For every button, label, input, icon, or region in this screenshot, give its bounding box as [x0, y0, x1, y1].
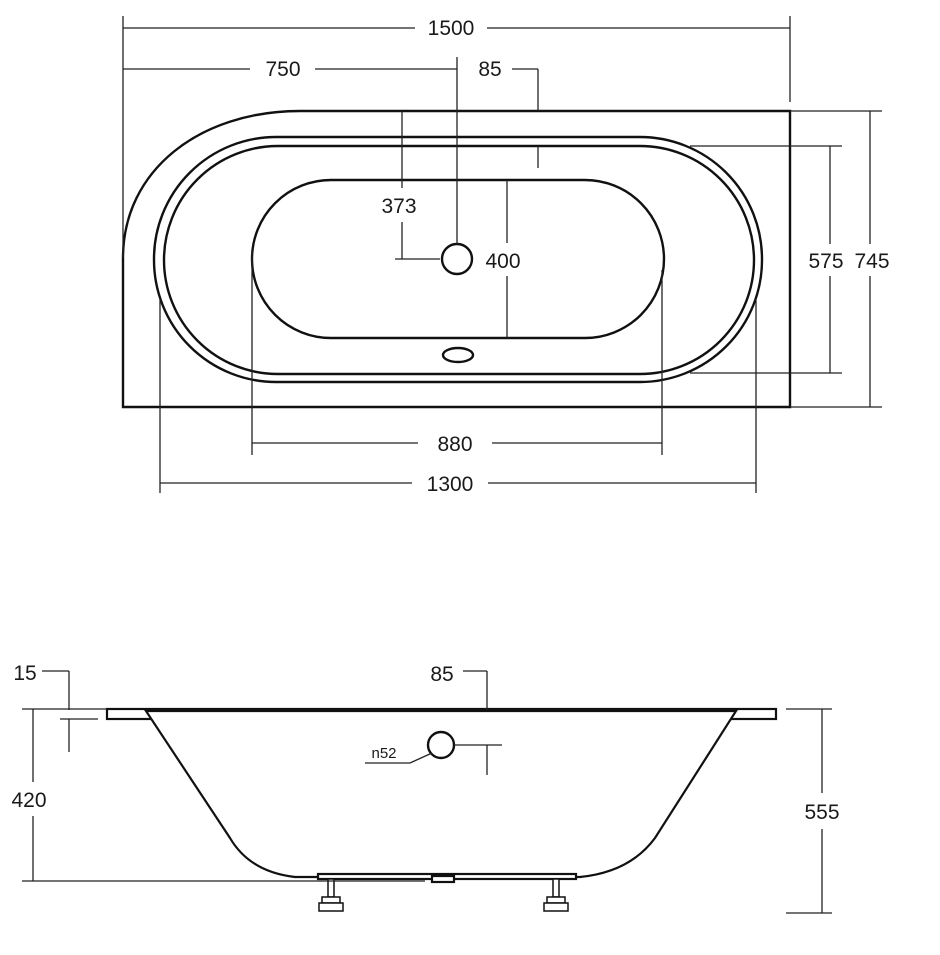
dim-85-plan-label: 85 — [478, 58, 501, 81]
dim-400-label: 400 — [485, 250, 520, 273]
overflow-icon — [441, 346, 475, 364]
dim-400: 400 — [485, 180, 521, 338]
basin-bottom — [250, 178, 666, 340]
dim-575-label: 575 — [808, 250, 843, 273]
dim-420-label: 420 — [11, 789, 46, 812]
left-foot — [318, 878, 344, 912]
plan-view: 1500 750 85 373 400 — [121, 16, 890, 496]
rim-outer-line — [152, 135, 764, 384]
dim-85-side: 85 — [430, 663, 488, 710]
dim-1500-label: 1500 — [428, 17, 475, 40]
dim-745: 745 — [790, 110, 890, 408]
dim-555: 555 — [786, 708, 840, 914]
dim-n52-label: n52 — [371, 745, 396, 762]
side-view: n52 85 15 420 — [11, 662, 840, 914]
dim-1500: 1500 — [122, 16, 791, 258]
drain-icon — [440, 242, 474, 276]
dim-420: 420 — [11, 708, 425, 882]
dim-750: 750 — [123, 57, 458, 244]
dim-575: 575 — [690, 145, 844, 374]
dim-555-label: 555 — [804, 801, 839, 824]
waste-outlet — [430, 874, 456, 884]
dim-1300: 1300 — [159, 300, 757, 496]
dim-880-label: 880 — [437, 433, 472, 456]
dim-880: 880 — [251, 250, 663, 456]
dim-15-label: 15 — [13, 662, 36, 685]
tub-body — [143, 709, 739, 879]
dim-85-side-label: 85 — [430, 663, 453, 686]
dim-n52: n52 — [365, 745, 433, 764]
dim-85-plan: 85 — [478, 58, 539, 168]
dim-373-label: 373 — [381, 195, 416, 218]
right-foot — [543, 878, 569, 912]
dim-15: 15 — [13, 662, 98, 752]
dim-745-label: 745 — [854, 250, 889, 273]
rim-inner-line — [162, 144, 756, 376]
dim-750-label: 750 — [265, 58, 300, 81]
dim-1300-label: 1300 — [427, 473, 474, 496]
dim-373: 373 — [381, 111, 440, 260]
